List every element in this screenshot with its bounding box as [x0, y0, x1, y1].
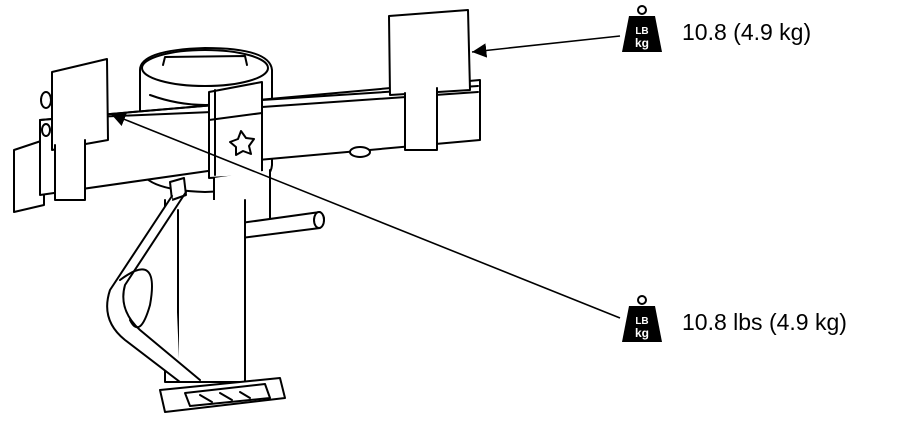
callout-line-top — [471, 35, 621, 58]
gas-spring-arm — [106, 177, 201, 383]
weight-lb-kg-icon: LB kg — [622, 5, 662, 52]
left-vesa-plate — [51, 58, 109, 201]
weight-icon-lb: LB — [635, 316, 648, 327]
weight-icon-lb: LB — [635, 26, 648, 37]
star-knob-icon[interactable] — [229, 130, 255, 156]
weight-callout-top: LB kg 10.8 (4.9 kg) — [622, 5, 811, 52]
weight-icon-kg: kg — [635, 326, 649, 340]
desk-clamp-base — [159, 377, 286, 413]
right-vesa-plate — [388, 9, 471, 151]
callout-line-bottom — [110, 112, 621, 319]
weight-lb-kg-icon: LB kg — [622, 295, 662, 342]
top-weight-label: 10.8 (4.9 kg) — [682, 19, 811, 45]
monitor-arm-illustration — [13, 9, 481, 413]
front-clamp-block — [208, 81, 263, 179]
weight-icon-kg: kg — [635, 36, 649, 50]
bottom-weight-label: 10.8 lbs (4.9 kg) — [682, 309, 847, 335]
weight-callout-bottom: LB kg 10.8 lbs (4.9 kg) — [622, 295, 847, 342]
